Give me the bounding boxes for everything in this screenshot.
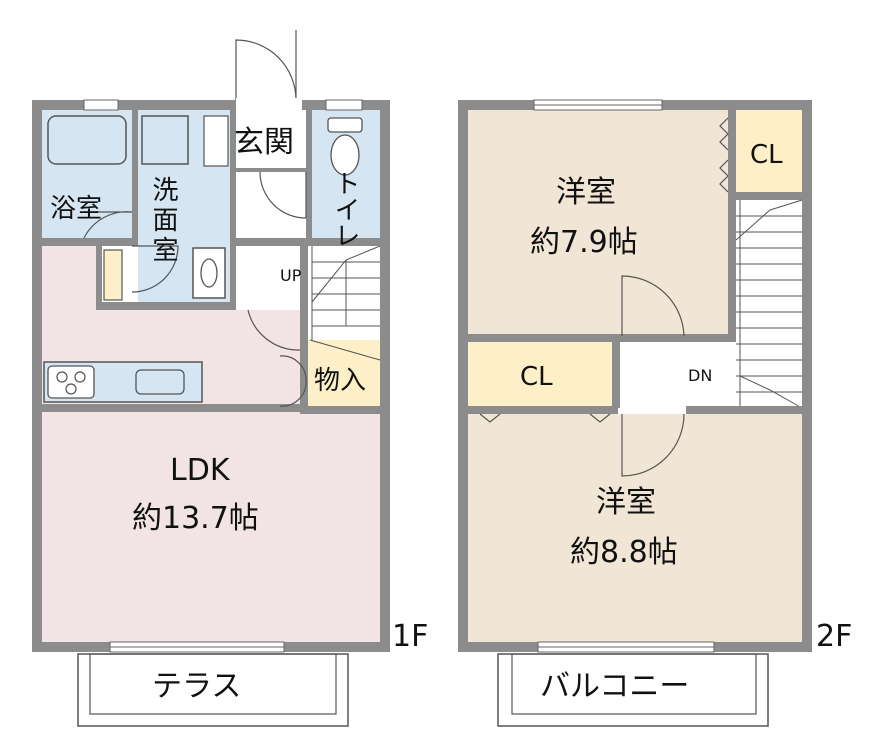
wall-wash-right (230, 110, 236, 302)
closet-top-label: CL (750, 140, 783, 170)
entrance-divider (236, 168, 306, 172)
western-bottom-size: 約8.8帖 (570, 535, 678, 570)
bathtub (47, 115, 127, 165)
counter-wall (42, 404, 300, 412)
closet-middle-label: CL (520, 362, 553, 392)
storage-label: 物入 (314, 366, 367, 396)
wall-closet-mid-right (612, 342, 620, 408)
wall-room-bottom-top (686, 406, 802, 414)
stair-down-label: DN (688, 366, 713, 385)
stove (47, 365, 95, 399)
burner-2 (74, 371, 86, 383)
washbasin (192, 247, 226, 299)
wall-toilet-left (306, 110, 312, 246)
first-floor (32, 30, 390, 727)
stair-up-label: UP (280, 266, 302, 285)
entrance-label: 玄関 (234, 125, 294, 160)
closet-top (736, 110, 802, 192)
window-1f-toilet (325, 99, 363, 111)
second-floor (458, 99, 812, 727)
second-floor-label: 2F (816, 619, 853, 654)
toilet-bowl (330, 134, 360, 176)
window-1f-top (83, 99, 119, 111)
burner-3 (65, 383, 77, 395)
stair-well (306, 246, 380, 336)
bath-label: 浴室 (50, 194, 103, 224)
stairs-1f (311, 245, 381, 340)
toilet-label: トイレ (330, 170, 360, 248)
terrace-inner (89, 653, 337, 715)
western-bottom-name: 洋室 (596, 485, 656, 520)
storage-diag (309, 339, 381, 361)
first-floor-label: 1F (392, 619, 429, 654)
wall-closet-mid-bottom (468, 406, 618, 414)
wall-stair-left (300, 246, 308, 412)
ldk-name: LDK (170, 453, 230, 488)
closet-middle (468, 342, 612, 406)
western-room-top (468, 110, 728, 336)
shelf (103, 249, 123, 301)
wall-room-top-bottom (468, 334, 736, 342)
wall-bath-wash (132, 110, 138, 240)
toilet-tank (327, 117, 363, 133)
wall-closet-top-bottom (728, 192, 802, 200)
shoe-box (203, 115, 229, 167)
western-top-name: 洋室 (556, 175, 616, 210)
door-swings-2f (479, 117, 729, 477)
wall-bath-bottom (42, 238, 138, 246)
washer-pan (141, 115, 189, 165)
door-swings-1f (83, 30, 307, 407)
wall-wash-left (96, 246, 102, 306)
entrance-floor (236, 110, 306, 168)
balcony-inner (511, 653, 757, 715)
ldk-top-left-fill (42, 246, 96, 310)
washbasin-bowl (200, 258, 218, 288)
entrance-gap (236, 98, 302, 110)
ldk-room-lower (42, 414, 380, 642)
balcony-label: バルコニー (540, 669, 690, 704)
storage-room (308, 340, 380, 408)
washroom-label: 洗面室 (148, 176, 178, 266)
terrace-label: テラス (152, 669, 242, 704)
wall-wash-bottom (96, 302, 236, 310)
burner-1 (56, 371, 68, 383)
stairs-2f (735, 199, 803, 409)
sink (135, 369, 185, 395)
ldk-size: 約13.7帖 (132, 501, 259, 536)
wall-closet-top-left (728, 110, 736, 336)
western-top-size: 約7.9帖 (530, 225, 638, 260)
western-room-bottom (468, 414, 802, 642)
wall-storage-bottom (300, 406, 380, 414)
